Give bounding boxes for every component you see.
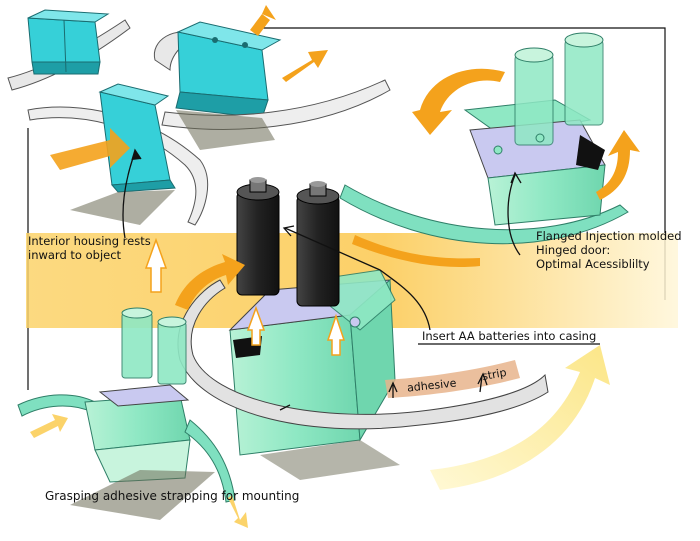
- label-flanged-line3: Optimal Acessiblilty: [536, 257, 650, 271]
- housing-top-left: [7, 9, 131, 91]
- housing-left: [27, 83, 209, 226]
- arrows-top-center: [250, 5, 328, 82]
- light-batteries: [121, 237, 187, 385]
- strap-center: [177, 279, 549, 430]
- label-flanged-line2: Hinged door:: [536, 243, 611, 257]
- label-interior-line1: Interior housing rests: [28, 234, 151, 248]
- housing-bottom-left: [17, 384, 248, 528]
- leader-lines: [122, 148, 600, 411]
- housing-right-open: [339, 32, 629, 245]
- housing-top-center: [153, 21, 391, 150]
- label-insert-batteries: Insert AA batteries into casing: [422, 329, 597, 343]
- arrow-strap-center: [175, 254, 245, 310]
- sweep-arrow: [430, 345, 610, 490]
- label-grasping: Grasping adhesive strapping for mounting: [45, 489, 300, 503]
- label-interior-line2: inward to object: [28, 248, 122, 262]
- arrows-right: [352, 68, 640, 268]
- adhesive-strip: [385, 360, 520, 398]
- label-flanged-line1: Flanged Injection molded: [536, 229, 682, 243]
- strap-shadow: [260, 440, 400, 480]
